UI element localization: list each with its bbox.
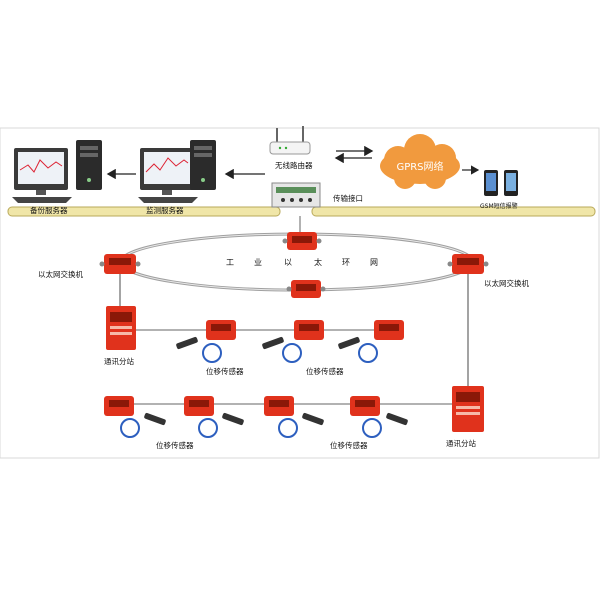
phone-icon — [484, 170, 518, 196]
ring-label-char-2: 业 — [254, 258, 262, 267]
gprs-network-label: GPRS网络 — [396, 160, 443, 173]
wireless-router-icon — [269, 126, 311, 155]
transfer-interface-icon — [271, 182, 321, 208]
sensor-row2-3 — [264, 396, 324, 438]
sensor-row1-label-b: 位移传感器 — [306, 367, 344, 376]
ring-label-char-5: 环 — [342, 258, 350, 267]
sensor-row2-4 — [350, 396, 408, 438]
ring-label-char-6: 网 — [370, 258, 378, 267]
comm-station-right-label: 通讯分站 — [446, 439, 476, 448]
bus-bar-right — [311, 206, 596, 217]
sensor-row2-label-a: 位移传感器 — [156, 441, 194, 450]
comm-station-right-icon — [452, 386, 484, 432]
bus-bar-left — [7, 206, 281, 217]
monitor-server-icon — [138, 140, 216, 203]
sensor-row2-2 — [184, 396, 244, 438]
ethernet-switch-right-label: 以太网交换机 — [484, 279, 529, 288]
sensor-row1-3 — [338, 320, 404, 363]
comm-station-left-icon — [106, 306, 136, 350]
ring-label-char-1: 工 — [226, 258, 234, 267]
sensor-row1-2 — [262, 320, 324, 363]
gprs-cloud-icon — [380, 134, 460, 189]
ring-switch-bottom — [286, 280, 326, 298]
sensor-row2-label-b: 位移传感器 — [330, 441, 368, 450]
monitor-server-label: 监测服务器 — [146, 206, 184, 215]
ethernet-switch-right-icon — [447, 254, 489, 274]
ring-label-char-4: 太 — [314, 258, 322, 267]
ring-label-char-3: 以 — [284, 258, 292, 267]
ethernet-switch-left-icon — [99, 254, 141, 274]
backup-server-label: 备份服务器 — [30, 206, 68, 215]
ethernet-switch-left-label: 以太网交换机 — [38, 270, 83, 279]
transfer-interface-label: 传输接口 — [333, 194, 363, 203]
comm-station-left-label: 通讯分站 — [104, 357, 134, 366]
sensor-row2-1 — [104, 396, 166, 438]
sensor-row1-1 — [176, 320, 236, 363]
sensor-row1-label-a: 位移传感器 — [206, 367, 244, 376]
sms-alarm-label: GSM短信报警 — [480, 203, 518, 210]
backup-server-icon — [12, 140, 102, 203]
ring-switch-top — [282, 232, 322, 250]
wireless-router-label: 无线路由器 — [275, 161, 313, 170]
